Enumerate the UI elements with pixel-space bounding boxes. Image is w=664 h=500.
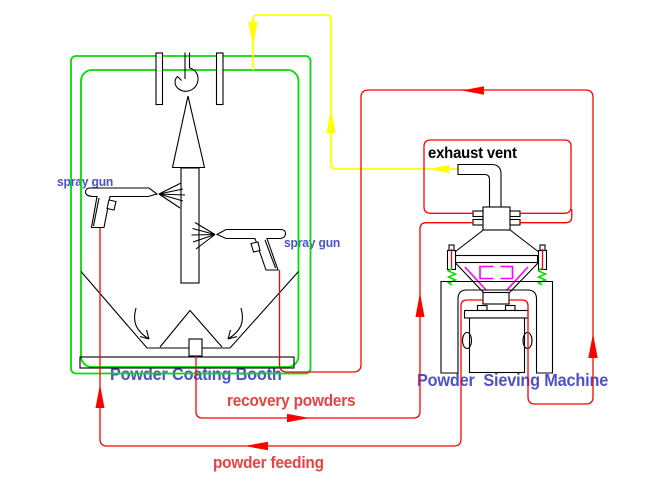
- sieving-machine: [440, 229, 554, 374]
- workpiece-cone: [171, 95, 206, 169]
- feeder-box: [482, 291, 510, 305]
- hopper: [80, 271, 299, 357]
- feeding-line-left: [99, 228, 483, 447]
- label-recovery-powders: recovery powders: [227, 392, 356, 410]
- arrow-up-riser: [326, 108, 336, 133]
- hanging-hook: [174, 52, 199, 92]
- airflow-arrow-right: [227, 307, 244, 340]
- coating-booth-enclosure: [70, 55, 312, 375]
- booth-internals: [79, 52, 299, 369]
- workpiece-body: [180, 167, 200, 284]
- bin-body: [468, 317, 526, 374]
- airflow-arrow-left: [133, 307, 150, 340]
- exhaust-air-line: [248, 14, 458, 173]
- trigger: [250, 241, 261, 253]
- spray-gun-right-shape: [191, 222, 287, 271]
- vent-elbow-pipe: [457, 163, 502, 208]
- sieve-loop-lower: [520, 209, 573, 224]
- hanger-rod-right: [215, 52, 224, 106]
- arrow-left-top-loop: [462, 86, 484, 95]
- exhaust-vent-assembly: [457, 163, 521, 231]
- sieve-funnel: [464, 266, 529, 292]
- recovery-line: [195, 222, 473, 419]
- arrow-up-recovery: [415, 292, 425, 317]
- arrow-left-feeding: [244, 441, 268, 451]
- hanger-rod-left: [155, 52, 164, 106]
- machine-stand: [440, 280, 554, 374]
- arrow-left-to-vent: [428, 165, 449, 173]
- booth-floor: [79, 356, 295, 369]
- sieve-window: [479, 265, 514, 280]
- trigger: [106, 199, 117, 211]
- arrow-down-into-booth: [248, 21, 258, 47]
- arrow-up-gun-feed: [95, 384, 105, 408]
- label-powder-feeding: powder feeding: [213, 454, 324, 472]
- bin-lid: [463, 309, 529, 319]
- sieve-deck: [454, 254, 539, 264]
- powder-flow-lines: [95, 86, 598, 451]
- feeding-line-right: [278, 89, 594, 405]
- sieve-loop-upper: [423, 139, 572, 214]
- label-exhaust-vent: exhaust vent: [428, 145, 517, 162]
- bin-handle-left: [461, 331, 473, 350]
- spray-gun-left-shape: [84, 182, 186, 229]
- spray-fan: [191, 222, 216, 250]
- junction-box: [482, 206, 511, 231]
- spring-left: [446, 267, 458, 286]
- arrow-up-right-riser: [588, 333, 598, 358]
- arrow-right-recovery: [287, 413, 310, 423]
- spring-right: [536, 267, 548, 286]
- label-spray-gun-right: spray gun: [284, 235, 341, 250]
- powder-bin: [461, 304, 533, 374]
- spray-fan: [158, 182, 186, 209]
- hopper-outlet: [188, 338, 203, 357]
